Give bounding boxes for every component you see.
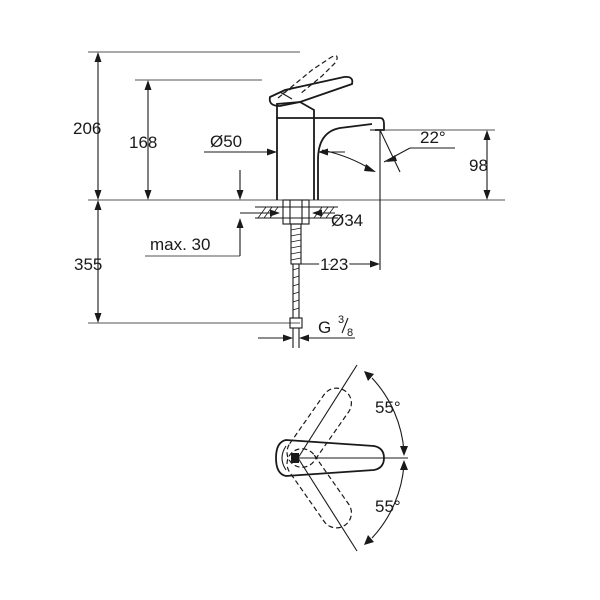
label-angle-upper: 55° bbox=[375, 398, 401, 417]
lever-open bbox=[277, 55, 338, 99]
label-angle-lower: 55° bbox=[375, 497, 401, 516]
label-168: 168 bbox=[129, 133, 157, 152]
arc-upper bbox=[371, 377, 405, 453]
label-connection-prefix: G bbox=[318, 318, 331, 337]
indicator-icon bbox=[291, 453, 299, 463]
dimension-98: 98 bbox=[469, 130, 491, 200]
label-206: 206 bbox=[73, 119, 101, 138]
threaded-shank bbox=[290, 223, 302, 265]
dimension-hole-diameter: Ø34 bbox=[240, 209, 363, 230]
label-123: 123 bbox=[320, 255, 348, 274]
angle-line-upper bbox=[297, 364, 358, 459]
dimension-355: 355 bbox=[74, 200, 102, 323]
dimension-connection: G 3 8 bbox=[258, 314, 355, 342]
lever-position-lower bbox=[286, 448, 353, 529]
label-355: 355 bbox=[74, 255, 102, 274]
dimension-206: 206 bbox=[73, 52, 102, 200]
arc-lower bbox=[371, 463, 405, 539]
label-max-thickness: max. 30 bbox=[150, 235, 210, 254]
counter-top bbox=[255, 199, 338, 265]
hose-connector bbox=[289, 317, 303, 329]
angle-line-lower bbox=[297, 457, 358, 552]
side-view: 206 168 355 Ø50 bbox=[73, 51, 505, 348]
dimension-123: 123 bbox=[300, 253, 380, 277]
lever-top-center bbox=[275, 439, 385, 477]
dimension-168: 168 bbox=[129, 80, 157, 200]
label-body-diameter: Ø50 bbox=[210, 132, 242, 151]
flexible-hose bbox=[289, 264, 303, 348]
dimension-max-thickness: max. 30 bbox=[145, 170, 244, 257]
faucet-body bbox=[276, 101, 385, 200]
mounting-nut bbox=[282, 199, 310, 225]
lever-position-upper bbox=[286, 387, 353, 468]
label-hole-diameter: Ø34 bbox=[331, 211, 363, 230]
label-98: 98 bbox=[469, 156, 488, 175]
label-spout-angle: 22° bbox=[420, 128, 446, 147]
label-connection-numerator: 3 bbox=[338, 314, 344, 326]
dimension-body-diameter: Ø50 bbox=[204, 132, 345, 156]
spout-angle: 22° bbox=[321, 128, 455, 270]
label-connection-denominator: 8 bbox=[347, 327, 353, 339]
top-view: 55° 55° bbox=[275, 364, 408, 552]
lever-closed bbox=[268, 75, 354, 107]
